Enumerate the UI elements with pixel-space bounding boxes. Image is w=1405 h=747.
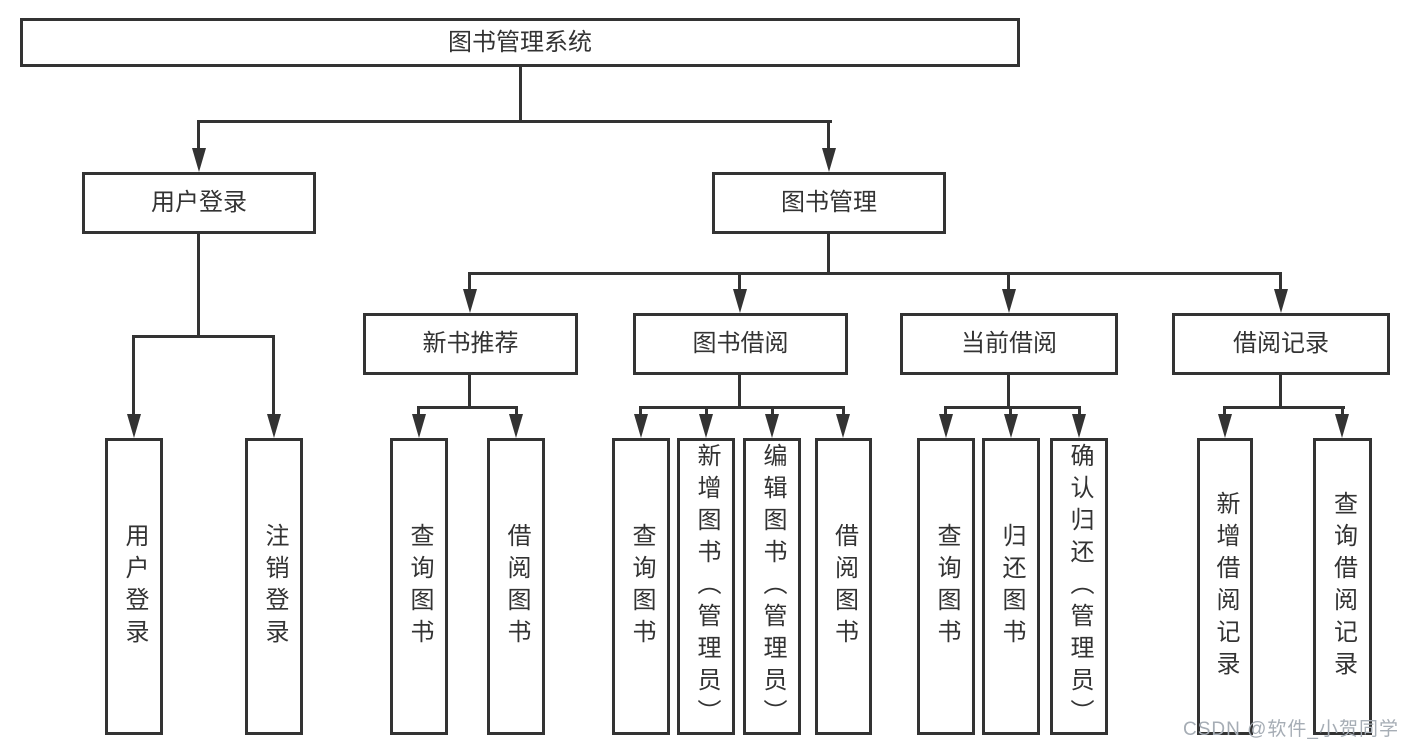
connector-hline bbox=[132, 335, 275, 338]
leaf-borrow-books: 借阅图书 bbox=[815, 438, 872, 735]
connector-hline bbox=[197, 120, 832, 123]
connector-vline bbox=[417, 406, 420, 418]
arrow-down-icon bbox=[267, 414, 281, 438]
connector-vline bbox=[515, 406, 518, 418]
arrow-down-icon bbox=[699, 414, 713, 438]
node-new-book-recommend: 新书推荐 bbox=[363, 313, 578, 375]
connector-vline bbox=[197, 234, 200, 335]
arrow-down-icon bbox=[836, 414, 850, 438]
leaf-return-book: 归还图书 bbox=[982, 438, 1040, 735]
node-library-management-system: 图书管理系统 bbox=[20, 18, 1020, 67]
connector-hline bbox=[639, 406, 845, 409]
connector-vline bbox=[639, 406, 642, 418]
arrow-down-icon bbox=[1004, 414, 1018, 438]
arrow-down-icon bbox=[509, 414, 523, 438]
connector-vline bbox=[1007, 375, 1010, 406]
connector-vline bbox=[771, 406, 774, 418]
connector-vline bbox=[468, 375, 471, 406]
arrow-down-icon bbox=[939, 414, 953, 438]
arrow-down-icon bbox=[733, 289, 747, 313]
leaf-query-borrow-record: 查询借阅记录 bbox=[1313, 438, 1372, 735]
connector-vline bbox=[1279, 272, 1282, 293]
arrow-down-icon bbox=[1218, 414, 1232, 438]
connector-vline bbox=[132, 335, 135, 418]
connector-vline bbox=[197, 120, 200, 152]
connector-hline bbox=[1223, 406, 1345, 409]
arrow-down-icon bbox=[127, 414, 141, 438]
leaf-add-borrow-record: 新增借阅记录 bbox=[1197, 438, 1253, 735]
arrow-down-icon bbox=[192, 148, 206, 172]
leaf-user-login: 用户登录 bbox=[105, 438, 163, 735]
connector-vline bbox=[1078, 406, 1081, 418]
node-book-management: 图书管理 bbox=[712, 172, 946, 234]
connector-vline bbox=[1009, 406, 1012, 418]
connector-vline bbox=[519, 67, 522, 120]
leaf-query-books-current: 查询图书 bbox=[917, 438, 975, 735]
arrow-down-icon bbox=[463, 289, 477, 313]
connector-vline bbox=[738, 375, 741, 406]
connector-vline bbox=[827, 120, 830, 152]
connector-hline bbox=[417, 406, 518, 409]
leaf-confirm-return-admin: 确认归还（管理员） bbox=[1050, 438, 1108, 735]
leaf-logout: 注销登录 bbox=[245, 438, 303, 735]
connector-vline bbox=[1341, 406, 1344, 418]
arrow-down-icon bbox=[1072, 414, 1086, 438]
connector-vline bbox=[1279, 375, 1282, 406]
leaf-query-books-borrowing: 查询图书 bbox=[612, 438, 670, 735]
connector-vline bbox=[738, 272, 741, 293]
arrow-down-icon bbox=[765, 414, 779, 438]
arrow-down-icon bbox=[1274, 289, 1288, 313]
node-borrowing-records: 借阅记录 bbox=[1172, 313, 1390, 375]
connector-vline bbox=[1223, 406, 1226, 418]
node-current-borrowing: 当前借阅 bbox=[900, 313, 1118, 375]
connector-vline bbox=[272, 335, 275, 418]
watermark: CSDN @软件_小贺同学 bbox=[1183, 719, 1399, 740]
connector-hline bbox=[468, 272, 1282, 275]
leaf-query-books-recommend: 查询图书 bbox=[390, 438, 448, 735]
connector-vline bbox=[705, 406, 708, 418]
arrow-down-icon bbox=[634, 414, 648, 438]
connector-vline bbox=[827, 234, 830, 272]
arrow-down-icon bbox=[1002, 289, 1016, 313]
node-user-login: 用户登录 bbox=[82, 172, 316, 234]
connector-vline bbox=[468, 272, 471, 293]
node-book-borrowing: 图书借阅 bbox=[633, 313, 848, 375]
leaf-borrow-books-recommend: 借阅图书 bbox=[487, 438, 545, 735]
connector-vline bbox=[944, 406, 947, 418]
leaf-add-book-admin: 新增图书（管理员） bbox=[677, 438, 735, 735]
leaf-edit-book-admin: 编辑图书（管理员） bbox=[743, 438, 801, 735]
connector-hline bbox=[944, 406, 1081, 409]
arrow-down-icon bbox=[1335, 414, 1349, 438]
connector-vline bbox=[1007, 272, 1010, 293]
arrow-down-icon bbox=[412, 414, 426, 438]
connector-vline bbox=[842, 406, 845, 418]
arrow-down-icon bbox=[822, 148, 836, 172]
